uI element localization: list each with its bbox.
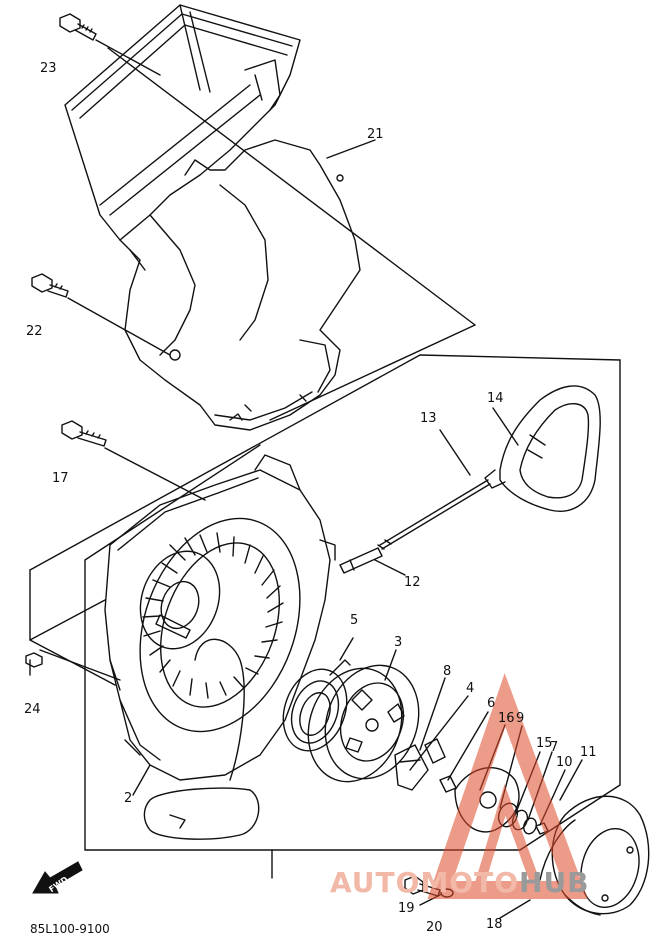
- callout-16: 16: [498, 711, 515, 726]
- spring-5: [282, 659, 351, 752]
- starter-handle-14: [484, 385, 601, 512]
- callout-21: 21: [367, 127, 384, 142]
- washer-7: [523, 817, 537, 835]
- callout-5: 5: [350, 613, 359, 628]
- watermark-text: AUTOMOTOHUB: [330, 866, 590, 899]
- forward-arrow-icon: [32, 861, 83, 894]
- callout-15: 15: [536, 736, 553, 751]
- callout-22: 22: [26, 324, 43, 339]
- callout-18: 18: [486, 917, 503, 932]
- nut-24: [25, 652, 43, 668]
- bolt-22: [31, 273, 69, 298]
- callout-6: 6: [487, 696, 496, 711]
- callout-23: 23: [40, 61, 57, 76]
- callout-12: 12: [404, 575, 421, 590]
- diagram-part-code: 85L100-9100: [30, 922, 110, 936]
- pawl-spring-8: [424, 738, 446, 764]
- watermark-part1: AUTOMOTO: [330, 866, 520, 899]
- callout-8: 8: [443, 664, 452, 679]
- callout-2: 2: [124, 791, 133, 806]
- callout-11: 11: [580, 745, 597, 760]
- fan-housing-2: [104, 454, 336, 840]
- pin-12: [339, 547, 383, 574]
- callout-20: 20: [426, 920, 443, 935]
- callout-9: 9: [516, 711, 525, 726]
- callout-10: 10: [556, 755, 573, 770]
- callout-14: 14: [487, 391, 504, 406]
- watermark-part2: HUB: [519, 866, 590, 899]
- starter-rope-13: [377, 479, 491, 550]
- callout-13: 13: [420, 411, 437, 426]
- callout-4: 4: [466, 681, 475, 696]
- callout-7: 7: [550, 740, 559, 755]
- bolt-23: [59, 13, 97, 41]
- reel-3: [307, 664, 420, 783]
- air-shroud-21: [64, 4, 361, 431]
- callout-3: 3: [394, 635, 403, 650]
- drive-pawl-4: [394, 744, 429, 791]
- callout-19: 19: [398, 901, 415, 916]
- callout-17: 17: [52, 471, 69, 486]
- watermark-logo-icon: [427, 673, 588, 899]
- bolt-17: [61, 420, 107, 447]
- callout-24: 24: [24, 702, 41, 717]
